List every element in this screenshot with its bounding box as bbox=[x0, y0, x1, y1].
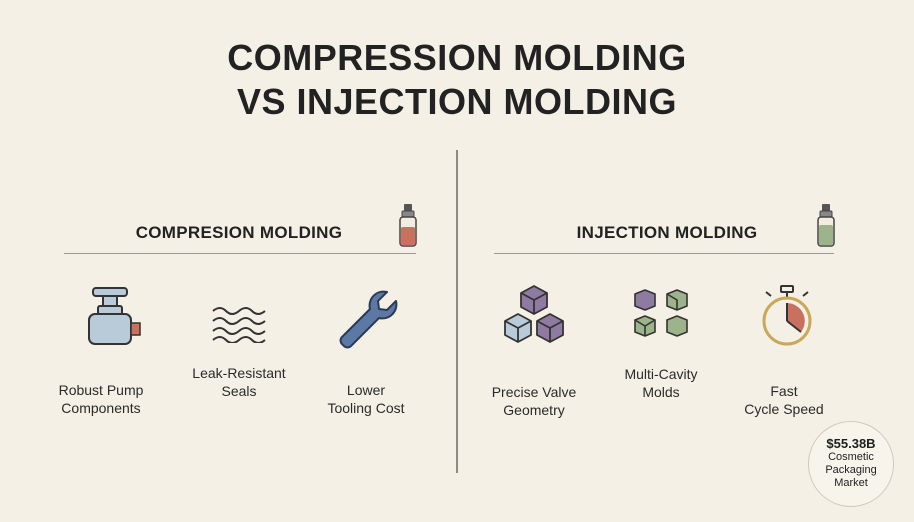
left-panel-heading: COMPRESION MOLDING bbox=[135, 223, 343, 242]
wave-seal-icon bbox=[212, 307, 266, 343]
lower-tooling-item bbox=[301, 287, 431, 351]
multi-cavity-label: Multi-Cavity Molds bbox=[624, 366, 698, 400]
center-divider bbox=[456, 150, 458, 473]
right-panel-rule bbox=[494, 253, 834, 254]
left-panel-rule bbox=[64, 253, 416, 254]
multi-cavity-item bbox=[596, 288, 726, 346]
badge-line-1: Cosmetic bbox=[828, 451, 874, 463]
pump-bottle-icon bbox=[88, 287, 141, 345]
robust-pump-label: Robust Pump Components bbox=[58, 382, 144, 416]
lower-tooling-label: Lower Tooling Cost bbox=[327, 382, 405, 416]
wrench-icon bbox=[339, 290, 398, 349]
leak-resistant-label: Leak-Resistant Seals bbox=[192, 365, 286, 399]
fast-cycle-label: Fast Cycle Speed bbox=[744, 383, 824, 417]
robust-pump-item bbox=[36, 285, 166, 347]
market-size-badge: $55.38B Cosmetic Packaging Market bbox=[808, 421, 894, 507]
cubes-icon bbox=[504, 285, 564, 343]
sage-bottle-icon bbox=[817, 204, 835, 247]
fast-cycle-item bbox=[722, 284, 852, 348]
stopwatch-icon bbox=[762, 285, 812, 346]
badge-line-2: Packaging bbox=[825, 464, 877, 476]
terracotta-bottle-icon bbox=[399, 204, 417, 247]
precise-valve-label: Precise Valve Geometry bbox=[491, 384, 577, 418]
market-size-amount: $55.38B bbox=[826, 436, 876, 451]
leak-resistant-item bbox=[174, 303, 304, 343]
page-title: COMPRESSION MOLDING VS INJECTION MOLDING bbox=[0, 36, 914, 124]
badge-line-3: Market bbox=[834, 477, 868, 489]
hexagon-cavity-icon bbox=[634, 289, 688, 337]
precise-valve-item bbox=[469, 284, 599, 346]
right-panel-heading: INJECTION MOLDING bbox=[576, 223, 758, 242]
page-title-line-1: COMPRESSION MOLDING bbox=[227, 37, 687, 78]
page-title-line-2: VS INJECTION MOLDING bbox=[236, 81, 678, 122]
